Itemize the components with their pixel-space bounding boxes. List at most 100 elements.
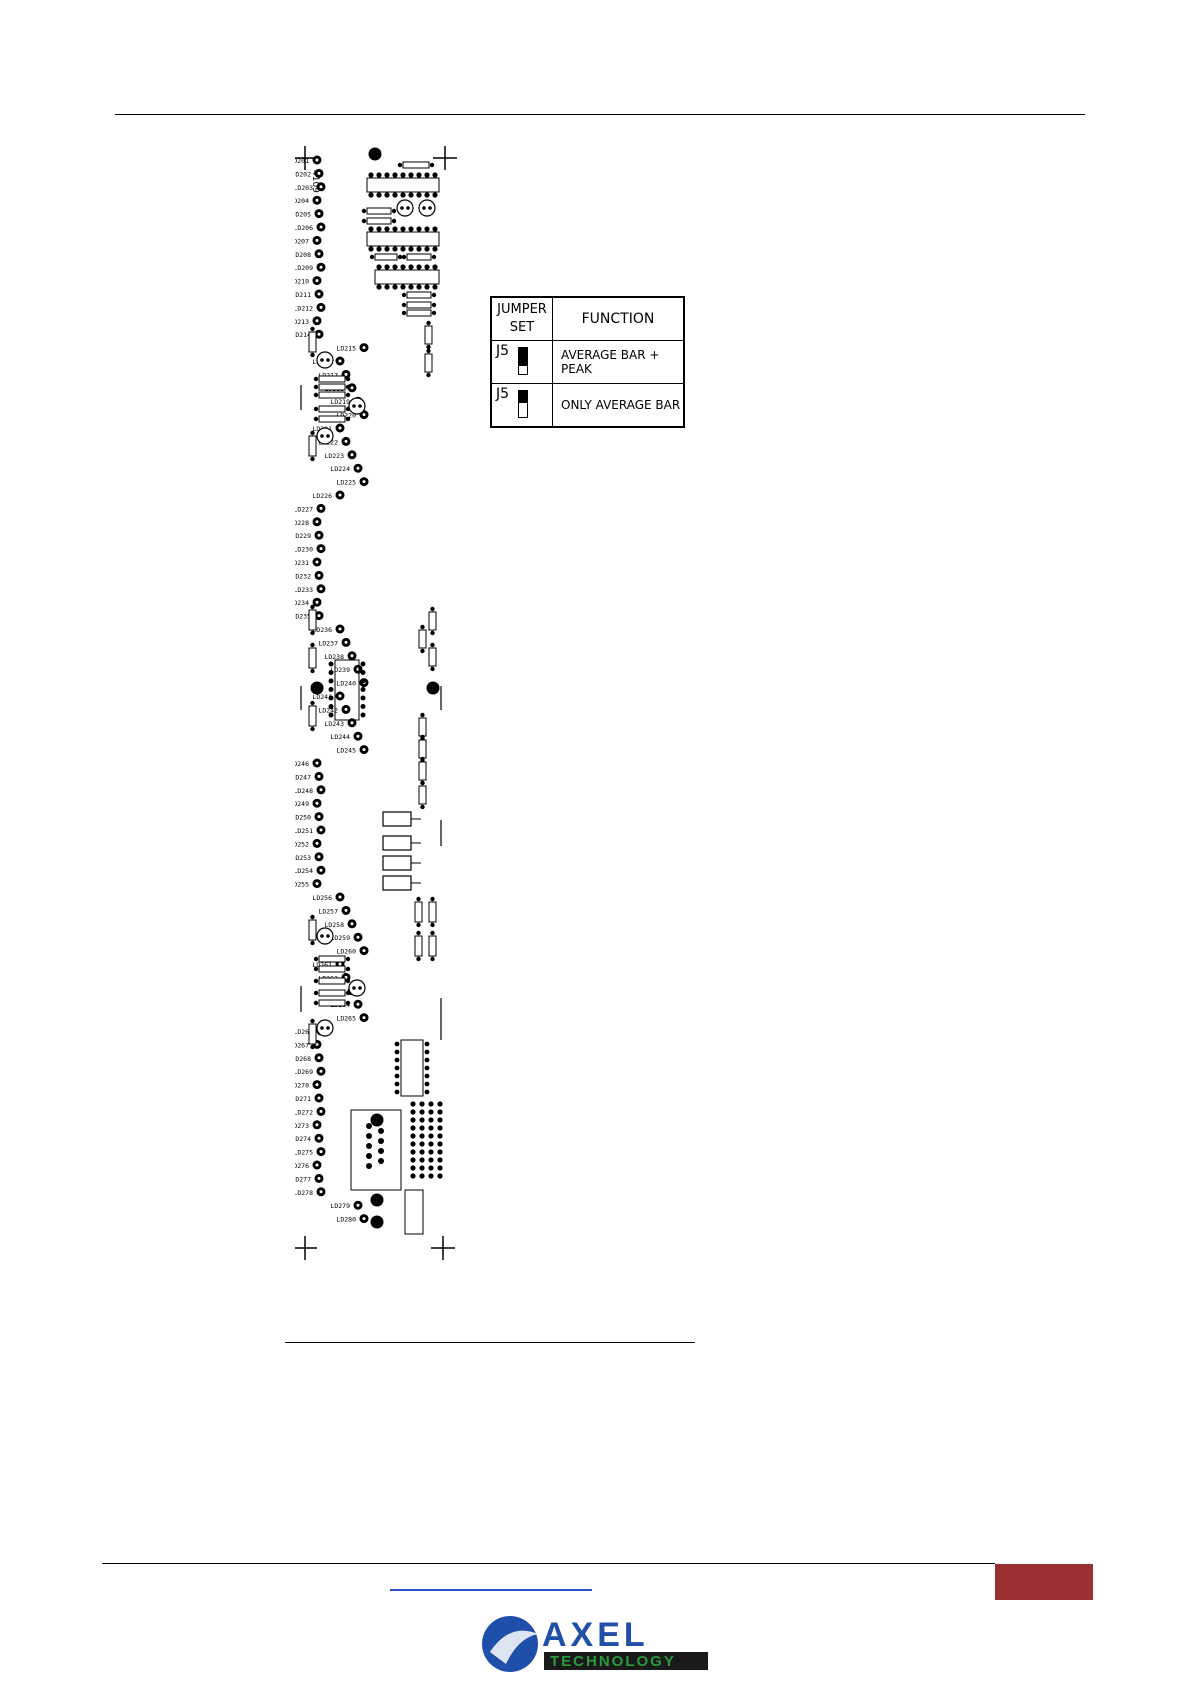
footer-link-underline[interactable] [390, 1589, 592, 1591]
ic-pad [424, 172, 430, 178]
led-label: LD260 [336, 948, 356, 956]
led-label: LD239 [330, 666, 350, 674]
header-pad [428, 1149, 434, 1155]
resistor-pad [420, 648, 425, 654]
led-label: LD220 [336, 412, 356, 420]
ic-pad [394, 1041, 400, 1047]
led-label: LD267 [295, 1041, 309, 1049]
led-pad-hole [356, 734, 360, 738]
resistor-vertical [308, 705, 317, 727]
header-pad [428, 1109, 434, 1115]
ic-pad [424, 226, 430, 232]
ic-pad [392, 172, 398, 178]
resistor-pad [313, 978, 319, 984]
led-label: LD207 [295, 237, 309, 245]
led-pad-hole [350, 654, 354, 658]
resistor-pad [426, 344, 431, 350]
header-pad [437, 1165, 443, 1171]
resistor-pad [430, 630, 435, 636]
resistor-pad [345, 966, 351, 972]
ic-pad [328, 712, 334, 718]
resistor [406, 253, 432, 261]
ic-pad [360, 670, 366, 675]
resistor-pad [430, 666, 435, 672]
jumper-closed-section [519, 391, 527, 403]
resistor-pad [310, 700, 315, 706]
led-pad-hole [315, 841, 319, 845]
led-label: LD206 [295, 224, 313, 232]
header-pad [419, 1101, 425, 1107]
transistor-pad [428, 206, 432, 210]
header-pad [428, 1141, 434, 1147]
led-label: LD276 [295, 1162, 309, 1170]
ic-outline [366, 231, 440, 247]
ic-pad [424, 1049, 430, 1055]
led-pad-hole [338, 426, 342, 430]
led-pad-hole [350, 922, 354, 926]
ic-pad [328, 670, 334, 675]
led-label: LD250 [295, 814, 311, 822]
ic-pad [408, 246, 414, 252]
resistor-pad [416, 922, 421, 928]
capacitor-block [382, 835, 412, 851]
figure-bottom-rule [285, 1342, 695, 1343]
connector-pad [366, 1153, 372, 1159]
header-pad [419, 1157, 425, 1163]
resistor-pad [416, 896, 421, 902]
transistor [316, 1019, 334, 1037]
resistor-pad [430, 956, 435, 962]
resistor-vertical [414, 901, 423, 923]
ic-pad [408, 284, 414, 290]
transistor-pad [358, 986, 362, 990]
pcb-layout-drawing: 4109LD201LD202LD203LD204LD205LD206LD207L… [295, 140, 715, 1340]
ic-pad [368, 172, 374, 178]
resistor-pad [310, 456, 315, 462]
ic-outline [334, 659, 360, 721]
led-label: LD225 [336, 479, 356, 487]
transistor-pad [400, 206, 404, 210]
resistor-pad [420, 756, 425, 762]
ic-pad [384, 264, 390, 270]
ic-pad [424, 246, 430, 252]
resistor-pad [369, 254, 375, 260]
led-pad-hole [315, 560, 319, 564]
resistor-pad [313, 376, 319, 382]
ic-pad [416, 226, 422, 232]
ic-pad [408, 226, 414, 232]
resistor-pad [420, 712, 425, 718]
resistor-vertical [418, 739, 427, 759]
ic-pad [376, 284, 382, 290]
transistor [316, 351, 334, 369]
led-label: LD256 [312, 894, 332, 902]
resistor-vertical [308, 609, 317, 631]
ic-pad [368, 246, 374, 252]
led-label: LD237 [318, 639, 338, 647]
ic-pad [384, 226, 390, 232]
led-label: LD272 [295, 1108, 313, 1116]
transistor-pad [358, 404, 362, 408]
led-pad-hole [344, 908, 348, 912]
footer-rule [102, 1563, 995, 1564]
resistor [366, 217, 392, 225]
ic-pad [384, 172, 390, 178]
connector-pad [378, 1138, 384, 1144]
led-label: LD278 [295, 1189, 313, 1197]
jumper-label: J5 [496, 386, 510, 402]
led-pad-hole [350, 721, 354, 725]
ic-pad [416, 192, 422, 198]
resistor-vertical [418, 629, 427, 649]
resistor-pad [345, 1000, 351, 1006]
led-pad-hole [315, 319, 319, 323]
transistor [348, 979, 366, 997]
transistor-pad [326, 934, 330, 938]
resistor-pad [310, 1044, 315, 1050]
header-pad [437, 1173, 443, 1179]
led-pad-hole [338, 627, 342, 631]
ic-pad [400, 264, 406, 270]
led-pad-hole [338, 694, 342, 698]
led-pad-hole [317, 815, 321, 819]
led-label: LD246 [295, 760, 309, 768]
connector-pad [366, 1143, 372, 1149]
resistor-pad [310, 1018, 315, 1024]
resistor-pad [431, 292, 437, 298]
